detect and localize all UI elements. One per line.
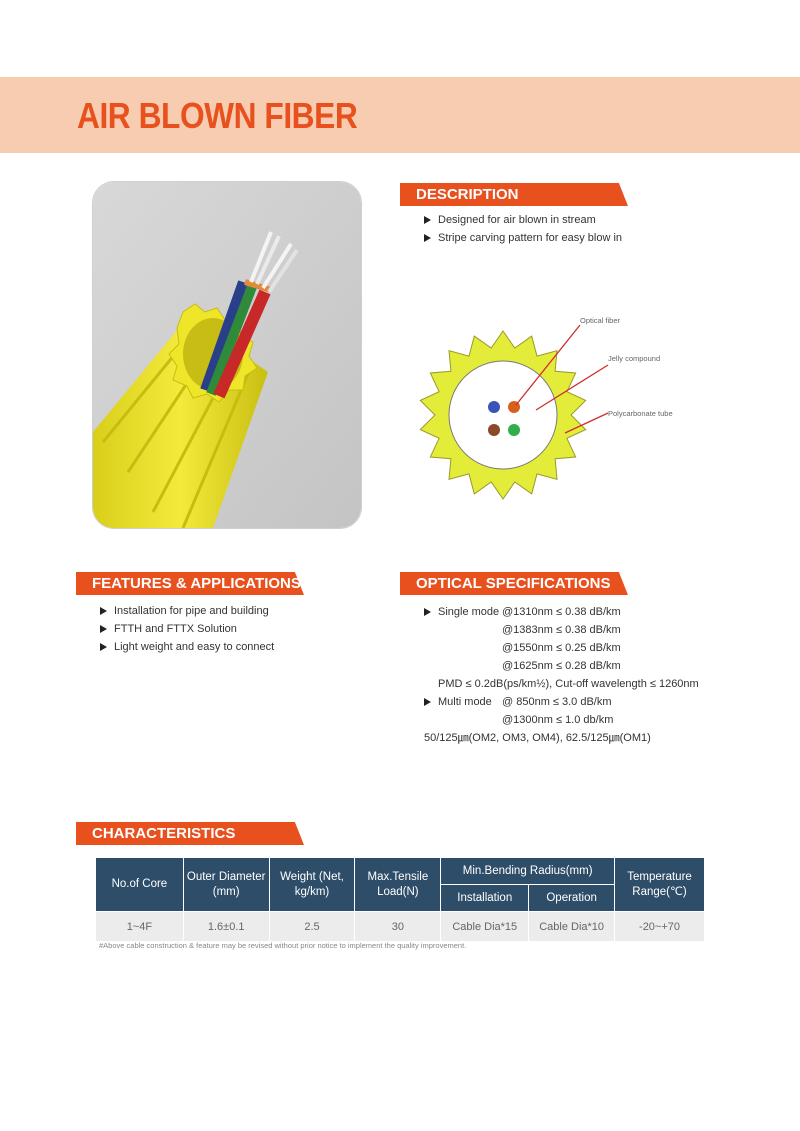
header-bending: Min.Bending Radius(mm) [440,857,616,885]
single-mode-line: @1310nm ≤ 0.38 dB/km [502,606,621,618]
list-item: FTTH and FTTX Solution [96,620,274,638]
header-tensile: Max.Tensile Load(N) [354,857,442,912]
leader-tube [564,412,609,434]
single-mode-line: @1625nm ≤ 0.28 dB/km [502,660,621,672]
label-polycarbonate-tube: Polycarbonate tube [608,409,673,418]
list-item: Stripe carving pattern for easy blow in [420,229,622,247]
bullet-triangle-icon [100,643,107,651]
multi-mode-label: Multi mode [438,696,492,708]
header-weight: Weight (Net, kg/km) [268,857,356,912]
fiber-green [508,424,520,436]
fiber-blue [488,401,500,413]
features-heading: FEATURES & APPLICATIONS [76,572,304,595]
header-operation: Operation [528,884,616,912]
bullet-triangle-icon [424,234,431,242]
cell-weight: 2.5 [268,911,356,942]
product-photo [92,181,362,529]
description-heading-text: DESCRIPTION [416,186,519,203]
description-list: Designed for air blown in stream Stripe … [420,211,622,247]
fiber-brown [488,424,500,436]
features-list: Installation for pipe and building FTTH … [96,602,274,656]
multi-mode-line: @1300nm ≤ 1.0 db/km [502,714,614,726]
cell-installation: Cable Dia*15 [440,911,530,942]
multi-mode-note: 50/125㎛(OM2, OM3, OM4), 62.5/125㎛(OM1) [424,732,651,744]
bullet-triangle-icon [100,607,107,615]
bullet-triangle-icon [424,698,431,706]
single-mode-label: Single mode [438,606,500,618]
single-mode-line: @1383nm ≤ 0.38 dB/km [502,624,621,636]
single-mode-note: PMD ≤ 0.2dB(ps/km½), Cut-off wavelength … [438,678,699,690]
list-item-text: Designed for air blown in stream [438,214,596,226]
single-mode-line: @1550nm ≤ 0.25 dB/km [502,642,621,654]
header-outer-diameter: Outer Diameter (mm) [182,857,270,912]
list-item-text: Stripe carving pattern for easy blow in [438,232,623,244]
bullet-triangle-icon [424,216,431,224]
cable-photo-illustration [93,182,361,528]
list-item: Light weight and easy to connect [96,638,274,656]
characteristics-heading: CHARACTERISTICS [76,822,304,845]
list-item: Installation for pipe and building [96,602,274,620]
header-temperature: Temperature Range(℃) [614,857,705,912]
cell-core: 1~4F [95,911,184,942]
leader-fiber [515,324,581,406]
list-item-text: Installation for pipe and building [114,605,269,617]
cross-section-diagram: Optical fiber Jelly compound Polycarbona… [419,316,673,500]
header-installation: Installation [440,884,530,912]
cell-tensile: 30 [354,911,442,942]
bullet-triangle-icon [424,608,431,616]
table-row: 1~4F 1.6±0.1 2.5 30 Cable Dia*15 Cable D… [95,911,705,942]
cell-operation: Cable Dia*10 [528,911,616,942]
description-heading: DESCRIPTION [400,183,628,206]
list-item-text: Light weight and easy to connect [114,641,275,653]
characteristics-table: No.of Core Outer Diameter (mm) Weight (N… [95,857,705,942]
bullet-triangle-icon [100,625,107,633]
page-title: AIR BLOWN FIBER [77,95,358,136]
cell-outer-diameter: 1.6±0.1 [182,911,270,942]
header-core: No.of Core [95,857,184,912]
label-optical-fiber: Optical fiber [580,316,621,325]
features-heading-text: FEATURES & APPLICATIONS [92,575,301,592]
optical-heading: OPTICAL SPECIFICATIONS [400,572,628,595]
footnote: #Above cable construction & feature may … [99,941,467,950]
characteristics-heading-text: CHARACTERISTICS [92,825,236,842]
list-item: Designed for air blown in stream [420,211,622,229]
list-item-text: FTTH and FTTX Solution [114,623,237,635]
leader-jelly [535,364,609,411]
title-band: AIR BLOWN FIBER [0,77,800,153]
multi-mode-line: @ 850nm ≤ 3.0 dB/km [502,696,612,708]
tube-circle [448,360,558,470]
label-jelly-compound: Jelly compound [608,354,660,363]
cell-temperature: -20~+70 [614,911,705,942]
optical-heading-text: OPTICAL SPECIFICATIONS [416,575,611,592]
